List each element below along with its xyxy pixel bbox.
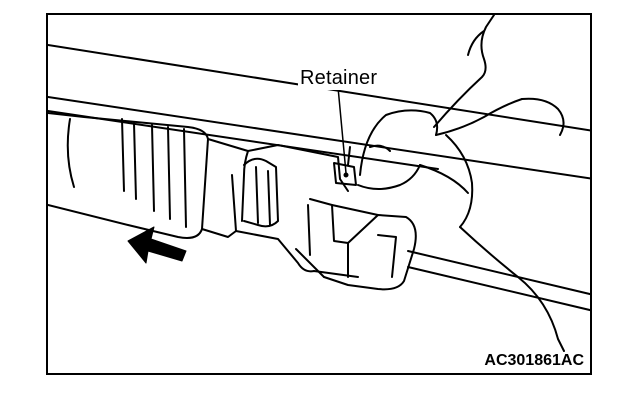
arrow-left-icon xyxy=(127,226,187,264)
illustration-frame: Retainer AC301861AC xyxy=(46,13,592,375)
connector xyxy=(201,138,417,291)
illustration xyxy=(48,15,590,352)
hand xyxy=(357,15,565,352)
figure-code: AC301861AC xyxy=(484,352,584,369)
hose xyxy=(48,112,209,239)
callout-retainer: Retainer xyxy=(298,67,380,90)
retainer-leader-line xyxy=(337,86,347,174)
